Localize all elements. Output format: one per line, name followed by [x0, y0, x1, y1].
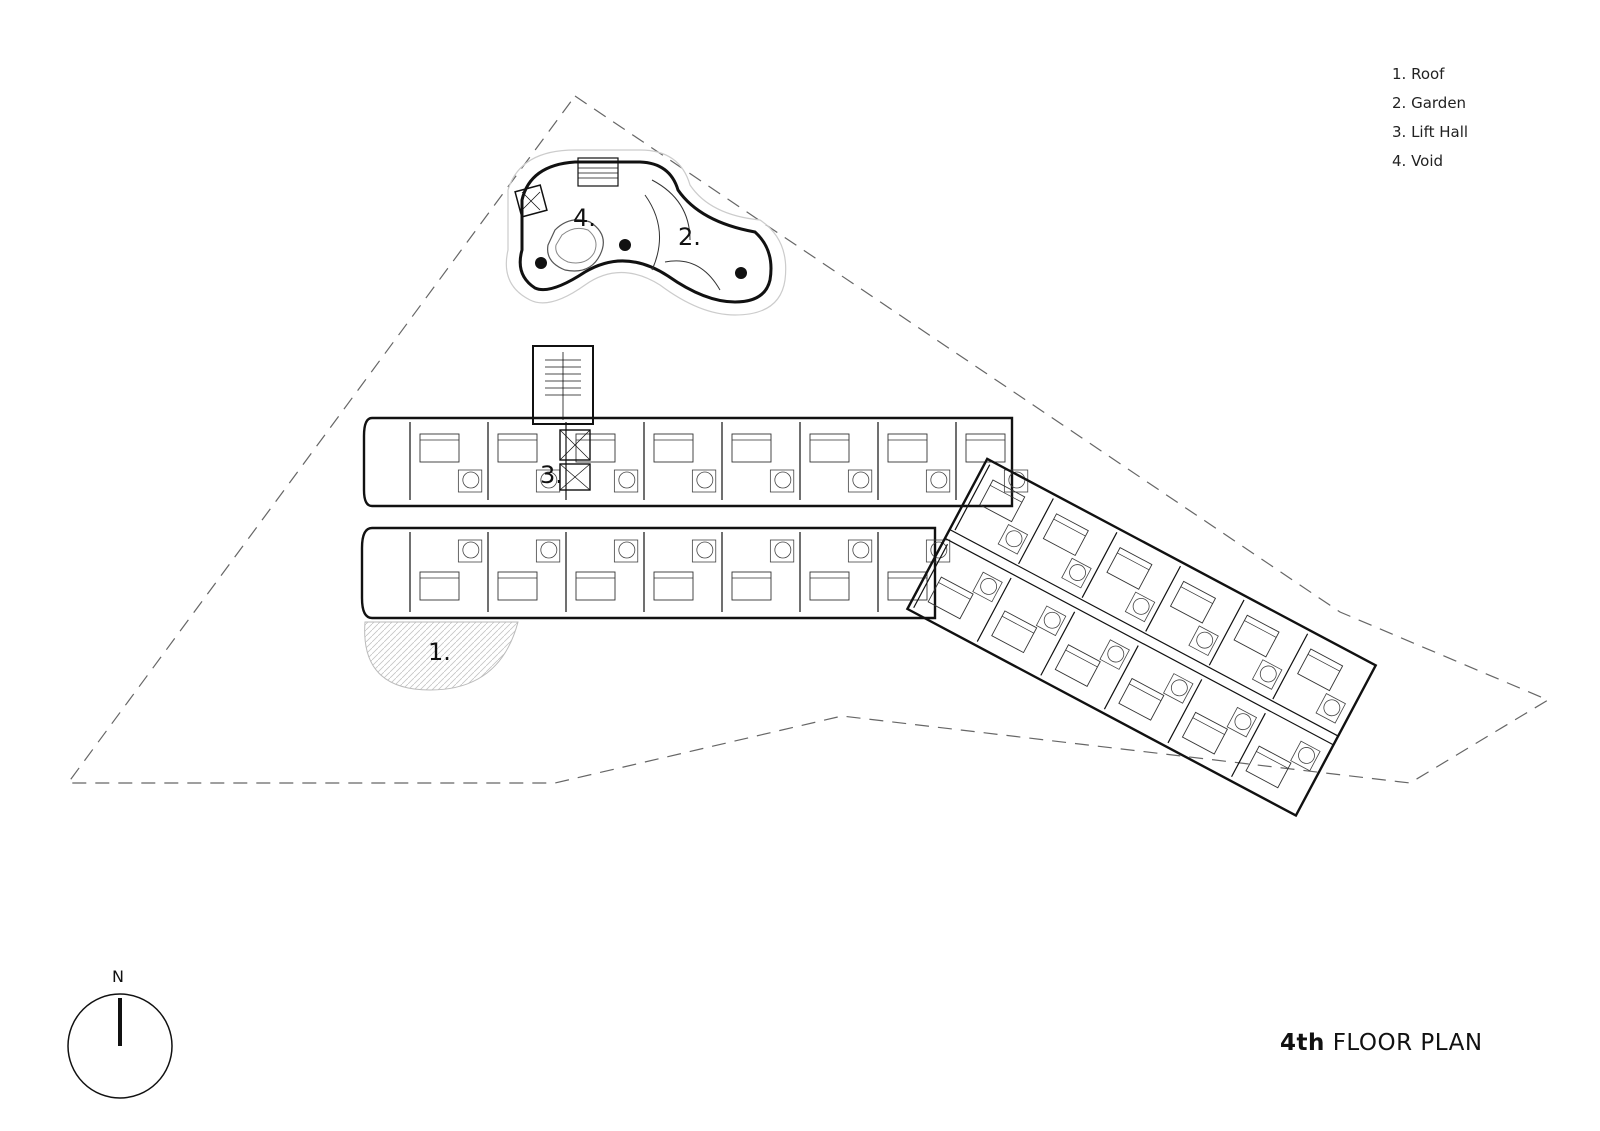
zone-label-garden: 2.: [678, 223, 701, 251]
site-boundary: [66, 95, 1550, 784]
garden-pod: [505, 149, 787, 316]
lift-hall: [559, 429, 591, 491]
legend-item-void: 4. Void: [1392, 152, 1444, 170]
plan-title-level: 4th: [1280, 1030, 1325, 1056]
north-arrow: [67, 993, 173, 1099]
stair-tower: [532, 345, 594, 425]
zone-label-void: 4.: [573, 204, 596, 232]
east-wing: [905, 457, 1378, 818]
legend-item-garden: 2. Garden: [1392, 94, 1467, 112]
legend-item-roof: 1. Roof: [1392, 65, 1445, 83]
north-label: N: [112, 967, 124, 986]
zone-label-lift-hall: 3.: [540, 461, 563, 489]
zone-label-roof: 1.: [428, 638, 451, 666]
legend-item-lift-hall: 3. Lift Hall: [1392, 123, 1469, 141]
south-wing: [360, 526, 951, 620]
roof-area: [364, 621, 519, 691]
north-wing: [362, 416, 1029, 508]
plan-title: 4th FLOOR PLAN: [1280, 1030, 1483, 1056]
legend: 1. Roof 2. Garden 3. Lift Hall 4. Void: [1392, 60, 1468, 176]
plan-title-name: FLOOR PLAN: [1332, 1030, 1483, 1056]
